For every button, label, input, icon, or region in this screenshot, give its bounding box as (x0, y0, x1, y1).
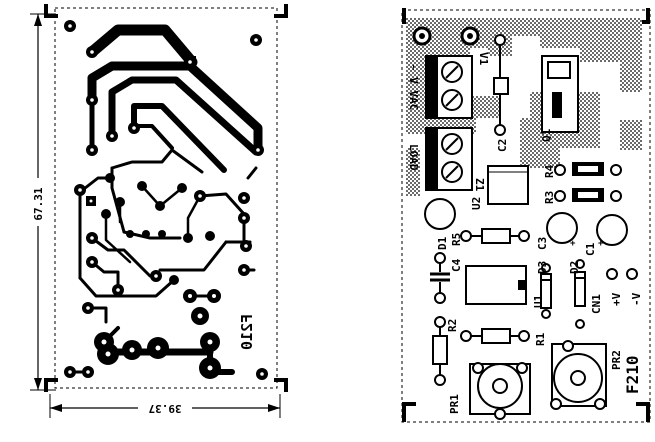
dimension-width-label: 39.37 (148, 402, 181, 415)
width-dimension: 39.37 (49, 394, 281, 418)
label-r5: R5 (450, 233, 463, 246)
label-d3: D3 (536, 261, 549, 274)
label-c2: C2 (496, 139, 509, 152)
label-plus-v: +V (610, 292, 623, 306)
resistor-r5 (460, 228, 530, 244)
ic-u1 (465, 265, 527, 305)
height-dimension: 67.31 (30, 13, 56, 391)
terminal-block-ac (425, 55, 473, 119)
pad-holes (68, 24, 264, 376)
copper-board-code: F210 (238, 314, 256, 350)
label-v1: V1 (477, 52, 490, 66)
copper-traces (68, 24, 263, 375)
label-c1-polarity: + (598, 239, 604, 249)
label-r1: R1 (534, 332, 547, 346)
label-r4: R4 (543, 164, 556, 178)
led-d1 (424, 198, 456, 230)
corner-mark (402, 402, 416, 422)
label-c1: C1 (584, 242, 597, 256)
capacitor-c1 (596, 214, 628, 246)
corner-mark (274, 4, 288, 18)
capacitor-c4 (430, 252, 450, 304)
label-d1: D1 (436, 236, 449, 250)
connector-pad (606, 268, 618, 280)
terminal-block-load (425, 127, 473, 191)
label-c3: C3 (536, 237, 549, 250)
dimension-height-label: 67.31 (32, 187, 45, 220)
resistor-r1 (460, 328, 530, 344)
varistor-v1 (493, 34, 509, 136)
corner-mark (274, 378, 288, 392)
silkscreen-board-code: F210 (623, 355, 642, 394)
label-cn1: CN1 (590, 294, 603, 314)
resistor-r4 (554, 162, 622, 176)
component-side-view: ~ V VAC LOAD V1 Q1 C2 R4 R3 Z1 U2 D1 R5 … (401, 8, 651, 423)
corner-mark (44, 4, 58, 18)
label-z1: Z1 (473, 178, 486, 192)
label-r3: R3 (543, 191, 556, 204)
connector-pad (626, 268, 638, 280)
board-outline (54, 7, 278, 389)
trimmer-pr1 (469, 362, 531, 420)
label-u1: U1 (532, 294, 545, 308)
capacitor-c3 (546, 212, 578, 244)
label-r2: R2 (446, 319, 459, 332)
copper-side-view: 67.31 39.37 (30, 4, 288, 418)
resistor-r3 (554, 188, 622, 202)
label-c3-polarity: + (570, 239, 576, 249)
corner-mark (636, 402, 650, 422)
label-minus-v: -V (630, 292, 643, 306)
diode-d3 (540, 263, 552, 319)
label-q1: Q1 (540, 128, 553, 142)
label-load: LOAD (407, 144, 420, 171)
label-ac-input: ~ V VAC (407, 64, 420, 110)
label-d2: D2 (568, 261, 581, 274)
trimmer-pr2 (550, 340, 607, 410)
corner-mark (44, 378, 58, 392)
label-pr1: PR1 (448, 394, 461, 414)
label-u2: U2 (470, 197, 483, 210)
resistor-r2 (432, 316, 448, 386)
label-pr2: PR2 (610, 350, 623, 370)
label-c4: C4 (450, 258, 463, 272)
triac-q1 (541, 55, 579, 133)
diode-d2 (574, 259, 586, 329)
